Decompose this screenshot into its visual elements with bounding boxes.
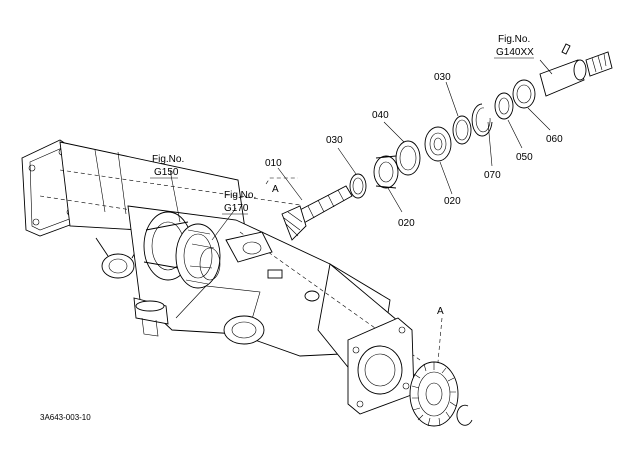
snap-ring-070 xyxy=(471,103,493,137)
oil-seal-050 xyxy=(494,92,514,120)
drawing-code: 3A643-003-10 xyxy=(40,413,91,422)
pinion-shaft-010 xyxy=(281,185,353,241)
differential-assembly xyxy=(143,211,221,289)
fig-ref-prefix: Fig.No. xyxy=(152,154,184,165)
part-number-020-right: 020 xyxy=(444,196,461,207)
crown-gear xyxy=(409,361,473,427)
part-number-060: 060 xyxy=(546,134,563,145)
part-number-050: 050 xyxy=(516,152,533,163)
part-number-040: 040 xyxy=(372,110,389,121)
view-marker-a: A xyxy=(272,184,279,195)
bearings-and-rings xyxy=(349,43,613,199)
part-number-030-right: 030 xyxy=(434,72,451,83)
part-number-030-left: 030 xyxy=(326,135,343,146)
shim-030-right xyxy=(452,115,472,145)
bearing-020-left xyxy=(373,155,399,189)
fig-ref-code: G170 xyxy=(224,203,249,214)
part-number-020-left: 020 xyxy=(398,218,415,229)
part-number-010: 010 xyxy=(265,158,282,169)
bearing-020-right xyxy=(424,126,452,162)
labels: Fig.No. G150 Fig.No. G170 Fig.No. G140XX… xyxy=(40,34,563,422)
input-coupling xyxy=(539,43,613,97)
fig-ref-code: G140XX xyxy=(496,47,534,58)
leader-lines xyxy=(169,59,553,363)
shim-030-left xyxy=(349,173,367,199)
fig-ref-prefix: Fig.No. xyxy=(224,190,256,201)
fig-ref-code: G150 xyxy=(154,167,179,178)
view-marker-a: A xyxy=(437,306,444,317)
nut-060 xyxy=(512,79,536,109)
collar-040 xyxy=(395,140,421,176)
part-number-070: 070 xyxy=(484,170,501,181)
fig-ref-prefix: Fig.No. xyxy=(498,34,530,45)
